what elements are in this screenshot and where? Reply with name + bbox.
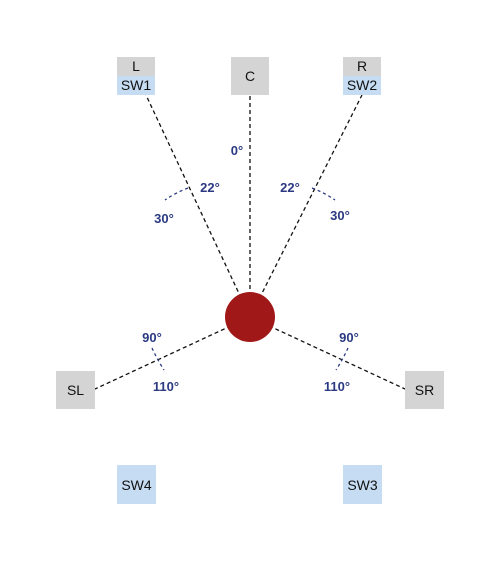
speaker-lines bbox=[94, 94, 406, 390]
angle-surround-left-inner-label: 90° bbox=[142, 330, 162, 345]
subwoofer-sw2-box bbox=[343, 76, 381, 95]
subwoofer-sw1-box bbox=[117, 76, 155, 95]
speaker-left-box bbox=[117, 57, 155, 76]
speaker-left: L bbox=[117, 57, 155, 76]
angle-labels: 0° 22° 30° 22° 30° 90° 110° 90° 110° bbox=[142, 143, 359, 394]
arc-right bbox=[311, 187, 336, 201]
speaker-surround-right-label: SR bbox=[415, 382, 434, 398]
angle-left-inner-label: 22° bbox=[200, 180, 220, 195]
line-to-right bbox=[249, 94, 363, 318]
speaker-right: R bbox=[343, 57, 381, 76]
angle-surround-right-outer-label: 110° bbox=[324, 379, 350, 394]
angle-right-inner-label: 22° bbox=[280, 180, 300, 195]
subwoofer-sw3-label: SW3 bbox=[347, 477, 378, 493]
speaker-center: C bbox=[231, 57, 269, 95]
subwoofer-sw1-label: SW1 bbox=[121, 77, 152, 93]
subwoofer-sw4-label: SW4 bbox=[121, 477, 152, 493]
subwoofer-sw3: SW3 bbox=[343, 465, 382, 504]
listener-position bbox=[225, 292, 275, 342]
subwoofer-sw1: SW1 bbox=[117, 76, 155, 95]
subwoofer-sw4: SW4 bbox=[117, 465, 156, 504]
angle-right-outer-label: 30° bbox=[330, 208, 350, 223]
angle-center-label: 0° bbox=[231, 143, 243, 158]
angle-surround-left-outer-label: 110° bbox=[153, 379, 179, 394]
speaker-right-box bbox=[343, 57, 381, 76]
line-to-left bbox=[145, 94, 251, 318]
angle-arcs bbox=[151, 187, 349, 371]
subwoofer-sw3-box bbox=[343, 465, 382, 504]
speaker-center-box bbox=[231, 57, 269, 95]
speaker-surround-left: SL bbox=[56, 371, 95, 409]
speaker-center-label: C bbox=[245, 68, 255, 84]
angle-surround-right-inner-label: 90° bbox=[339, 330, 359, 345]
line-to-surround-right bbox=[249, 316, 406, 390]
speaker-surround-left-box bbox=[56, 371, 95, 409]
arc-surround-right bbox=[335, 347, 349, 371]
speaker-surround-right-box bbox=[405, 371, 444, 409]
arc-surround-left bbox=[151, 347, 165, 371]
speaker-surround-left-label: SL bbox=[67, 382, 84, 398]
speaker-left-label: L bbox=[132, 58, 140, 74]
speaker-surround-right: SR bbox=[405, 371, 444, 409]
subwoofer-sw4-box bbox=[117, 465, 156, 504]
angle-left-outer-label: 30° bbox=[154, 211, 174, 226]
subwoofer-sw2-label: SW2 bbox=[347, 77, 378, 93]
line-to-surround-left bbox=[94, 316, 251, 390]
arc-left bbox=[164, 187, 189, 201]
subwoofer-sw2: SW2 bbox=[343, 76, 381, 95]
speaker-right-label: R bbox=[357, 58, 367, 74]
